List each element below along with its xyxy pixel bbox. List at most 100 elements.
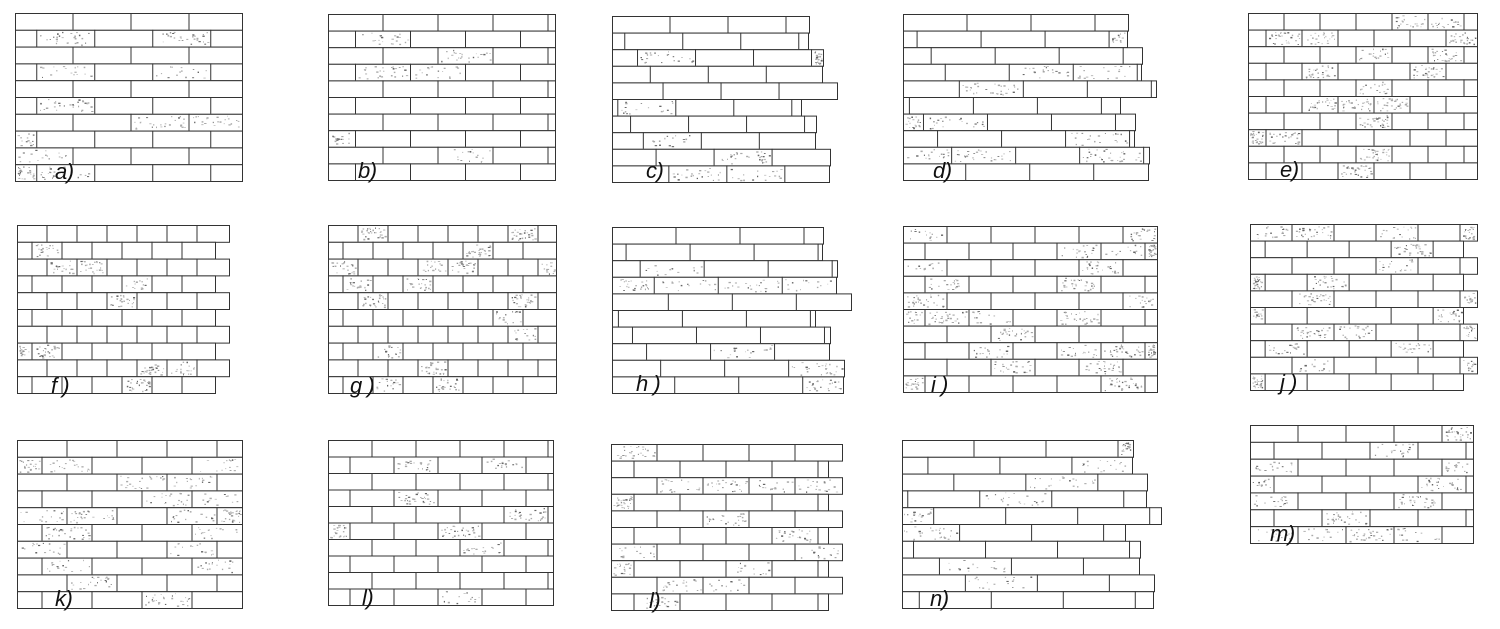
brick-speckle [1362, 93, 1364, 95]
brick-speckle [826, 372, 829, 374]
brick-speckle [1119, 380, 1121, 383]
brick-speckle [352, 282, 355, 284]
brick-speckle [1441, 26, 1444, 27]
brick-course [15, 130, 243, 149]
brick-speckle [1318, 226, 1320, 228]
brick-speckle [77, 466, 79, 468]
brick-speckle [1276, 467, 1279, 469]
brick-speckle [1148, 229, 1151, 231]
brick-speckle [165, 502, 167, 504]
brick-speckle [1413, 77, 1415, 79]
brick-speckle [166, 33, 168, 35]
brick-speckle [473, 548, 475, 549]
brick-speckle [392, 388, 394, 390]
brick-speckle [1252, 382, 1254, 384]
brick-speckle [1254, 311, 1256, 313]
brick-speckle [462, 266, 466, 267]
brick-speckle [1030, 576, 1033, 578]
brick-speckle [428, 68, 430, 70]
brick-speckle [816, 481, 818, 483]
brick-speckle [1124, 443, 1127, 445]
brick-speckle [820, 374, 822, 376]
brick-speckle [121, 301, 124, 303]
brick-speckle [627, 505, 628, 507]
brick-speckle [622, 499, 625, 501]
brick-speckle [23, 178, 26, 180]
brick-speckle [18, 167, 20, 169]
brick-speckle [1428, 77, 1430, 78]
brick-speckle [930, 278, 933, 280]
brick-speckle [366, 78, 369, 80]
brick-speckle [739, 570, 742, 572]
brick-speckle [398, 384, 402, 386]
brick-speckle [1368, 103, 1369, 105]
brick-speckle [442, 388, 445, 390]
brick-speckle [660, 491, 662, 493]
brick-speckle [687, 283, 689, 285]
brick-speckle [478, 254, 480, 255]
brick-speckle [1362, 124, 1364, 126]
brick-speckle [1147, 230, 1149, 232]
brick-speckle [1439, 71, 1441, 72]
brick-course [1250, 492, 1474, 511]
brick-speckle [56, 70, 58, 72]
brick-speckle [820, 386, 822, 388]
brick-speckle [74, 38, 77, 40]
brick-speckle [1295, 40, 1297, 42]
brick-speckle [179, 71, 181, 73]
brick-speckle [482, 547, 485, 549]
brick-speckle [1358, 168, 1361, 170]
brick-speckle [1313, 235, 1315, 237]
brick-speckle [762, 162, 764, 164]
brick-speckle [433, 502, 435, 504]
brick-speckle [1317, 42, 1320, 43]
brick-speckle [1149, 356, 1152, 358]
brick-speckle [515, 311, 518, 313]
brick-speckle [927, 301, 929, 302]
brick-speckle [1268, 345, 1270, 346]
brick-course [903, 97, 1121, 115]
brick-speckle [1150, 250, 1153, 252]
brick-speckle [1071, 132, 1073, 134]
brick-speckle [1373, 53, 1375, 54]
brick-speckle [748, 357, 751, 358]
brick-speckle [1346, 338, 1348, 340]
brick-speckle [1251, 141, 1254, 143]
brick-speckle [24, 548, 26, 550]
brick-speckle [1137, 235, 1140, 237]
brick-speckle [942, 153, 945, 155]
brick-speckle [1312, 106, 1315, 109]
brick-speckle [1422, 74, 1425, 76]
brick-speckle [930, 263, 932, 265]
brick-speckle [1076, 320, 1077, 321]
brick-speckle [1466, 43, 1468, 45]
brick-speckle [459, 72, 461, 75]
brick-speckle [1070, 279, 1072, 281]
brick-speckle [1384, 48, 1387, 50]
brick-speckle [105, 577, 107, 579]
brick-speckle [1404, 248, 1407, 249]
brick-speckle [1443, 26, 1445, 29]
brick-speckle [195, 116, 197, 118]
brick-speckle [1297, 327, 1299, 329]
brick-speckle [1370, 87, 1372, 89]
brick-speckle [49, 168, 52, 170]
brick-speckle [63, 268, 65, 270]
brick-speckle [973, 349, 975, 352]
brick-speckle [1302, 227, 1305, 230]
brick-speckle [721, 479, 725, 481]
brick-speckle [526, 328, 528, 330]
brick-speckle [20, 169, 22, 171]
brick-speckle [1135, 159, 1138, 161]
brick-speckle [1466, 38, 1469, 40]
brick-speckle [764, 179, 767, 181]
brick-speckle [476, 244, 479, 246]
brick-speckle [623, 507, 625, 509]
brick-speckle [1366, 175, 1369, 177]
brick-speckle [1342, 176, 1344, 177]
brick-speckle [17, 173, 20, 174]
brick-speckle [1083, 77, 1086, 79]
brick-speckle [188, 373, 190, 375]
brick-speckle [44, 355, 46, 357]
brick-speckle [98, 269, 102, 271]
